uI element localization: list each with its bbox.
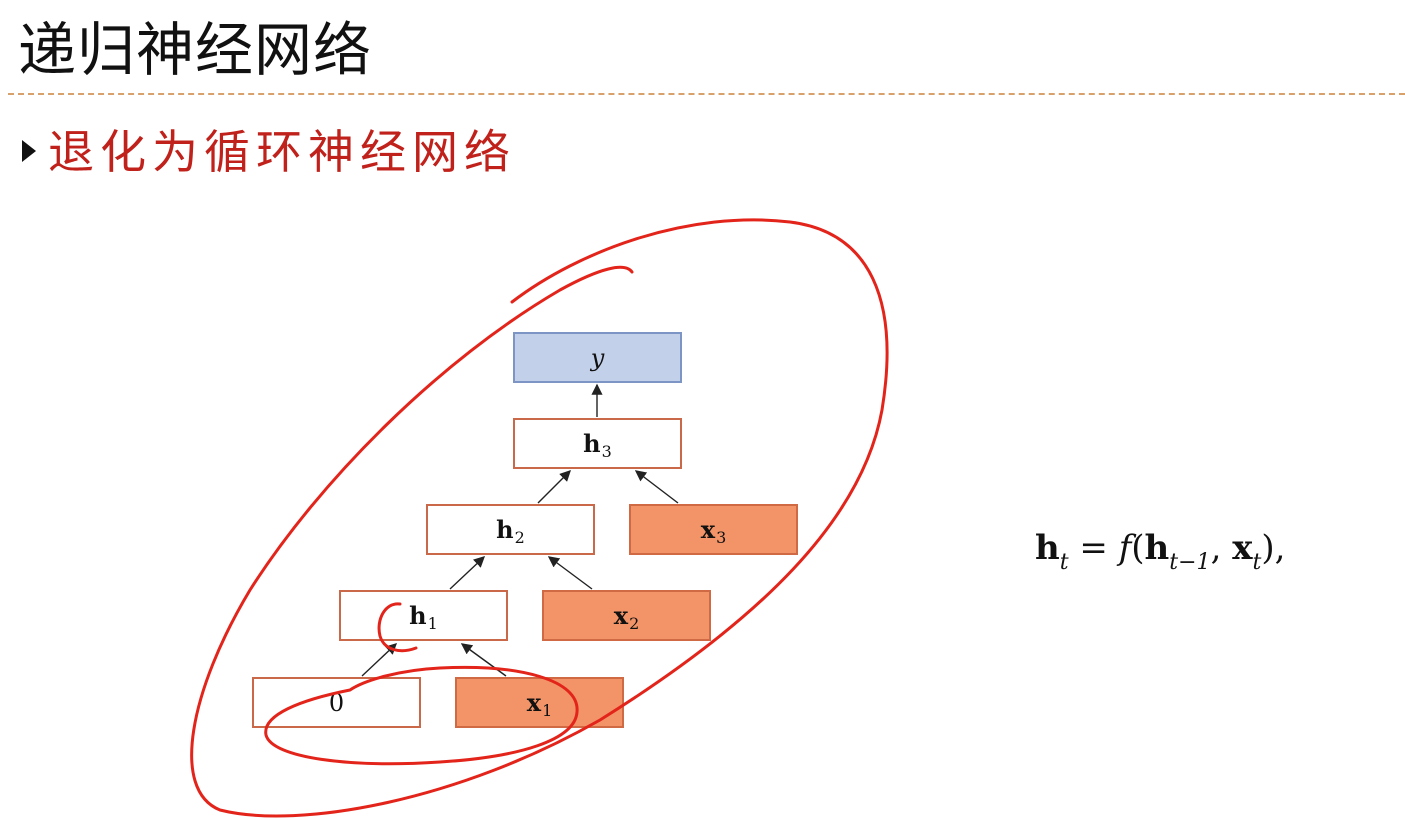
annotation-small-curl [377,602,418,653]
formula-comma: , [1210,528,1233,568]
slide-title: 递归神经网络 [18,16,373,84]
node-x3-symbol: x [700,515,716,544]
arrow-h1-to-h2 [449,556,486,590]
formula-equals: = [1068,528,1119,568]
arrow-x1-to-h1 [460,643,507,677]
arrow-x2-to-h2 [547,556,593,590]
node-zero-label: 0 [328,688,345,717]
node-x2-subscript: 2 [629,614,640,633]
annotation-small-ellipse [264,665,579,766]
formula-lhs-sub: t [1059,550,1069,575]
annotation-big-ellipse [190,218,889,818]
title-divider [8,93,1405,95]
recurrence-formula: ht = f(ht−1, xt), [1035,528,1286,575]
bullet-text: 退化为循环神经网络 [48,125,516,179]
node-h3-subscript: 3 [601,442,612,461]
node-x2-symbol: x [613,601,629,630]
arrow-h2-to-h3 [537,470,571,504]
node-h1-symbol: h [409,601,427,630]
node-y-label: y [590,343,605,372]
formula-open: ( [1131,528,1145,568]
node-zero: 0 [252,677,421,728]
node-h2-subscript: 2 [514,528,525,547]
node-y: y [513,332,682,383]
formula-arg1: h [1144,528,1170,568]
formula-arg1-sub: t−1 [1169,550,1211,575]
node-x1-subscript: 1 [542,701,553,720]
node-h1-subscript: 1 [427,614,438,633]
formula-lhs: h [1035,528,1060,568]
node-x3-subscript: 3 [716,528,727,547]
node-h2-symbol: h [496,515,514,544]
formula-arg2: x [1232,528,1253,568]
node-h3-symbol: h [583,429,601,458]
formula-arg2-sub: t [1252,550,1262,575]
formula-close: ), [1261,528,1286,568]
node-x1-symbol: x [526,688,542,717]
formula-func: f [1118,528,1132,568]
arrow-x3-to-h3 [634,470,679,504]
bullet-triangle-icon [22,140,36,162]
